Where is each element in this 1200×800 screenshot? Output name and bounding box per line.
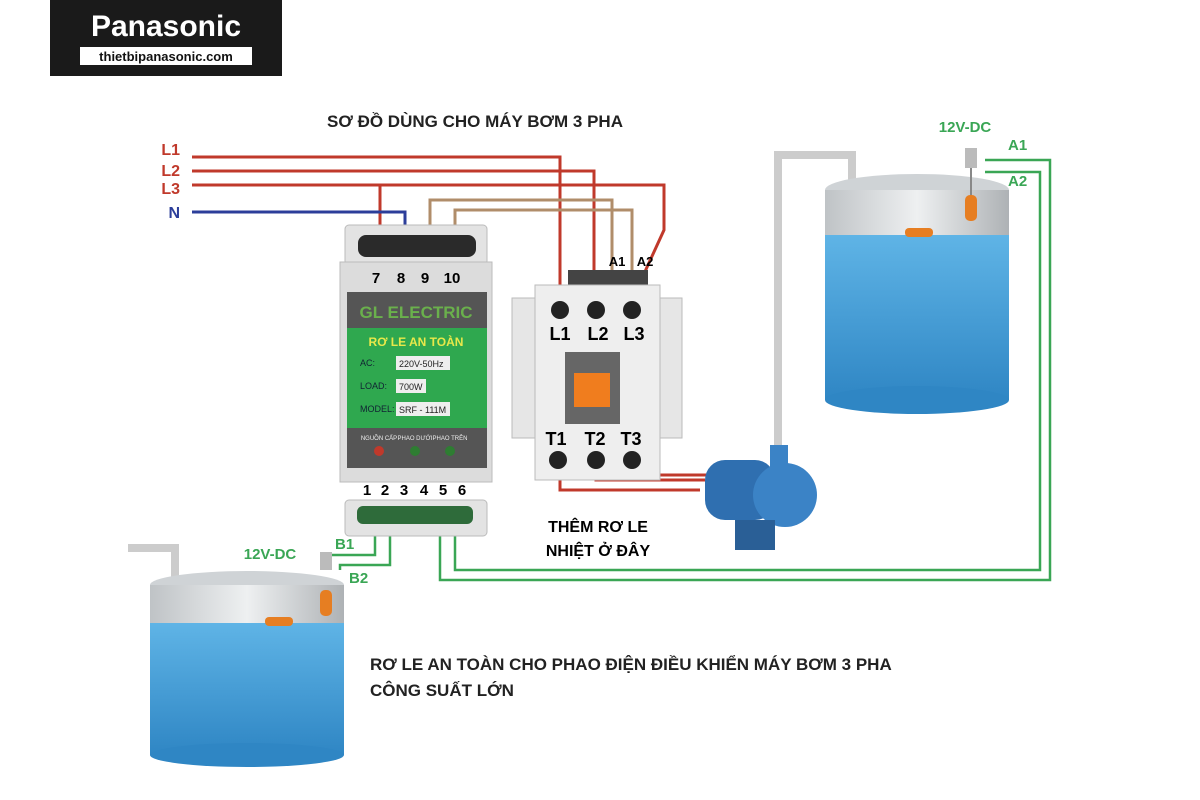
upper-float-led — [445, 446, 455, 456]
relay-leds-0-text: NGUỒN CẤP — [361, 435, 397, 442]
test-button — [574, 373, 610, 407]
relay-leds-2-text: PHAO TRÊN — [433, 434, 468, 442]
contactor-outputs-2-text: T3 — [620, 429, 641, 449]
relay-top_terminals-2-text: 9 — [421, 270, 429, 287]
relay-ac_label-text: AC: — [360, 358, 375, 368]
power-led — [374, 446, 384, 456]
logo-site-text: thietbipanasonic.com — [99, 49, 233, 64]
relay-top_terminals-1-text: 8 — [397, 270, 405, 287]
relay-bottom_terminals-1-text: 2 — [381, 482, 389, 499]
line-l1-label: L1 — [161, 142, 180, 159]
b2-label: B2 — [349, 570, 368, 587]
contactor-outputs-0-text: T1 — [545, 429, 566, 449]
panasonic-logo: Panasonic thietbipanasonic.com — [50, 0, 282, 76]
caption-line-1: RƠ LE AN TOÀN CHO PHAO ĐIỆN ĐIỀU KHIỂN M… — [370, 655, 892, 674]
note-line-2: NHIỆT Ở ĐÂY — [546, 541, 651, 560]
contactor-coil-1-text: A2 — [637, 254, 654, 269]
relay-load_label-text: LOAD: — [360, 381, 387, 391]
lower-voltage-label: 12V-DC — [244, 546, 297, 563]
relay-name: RƠ LE AN TOÀN — [369, 334, 464, 349]
relay-model_label-text: MODEL: — [360, 404, 395, 414]
contactor-inputs-1-text: L2 — [587, 324, 608, 344]
relay-bottom_terminals-3-text: 4 — [420, 482, 429, 499]
line-l2-label: L2 — [161, 163, 180, 180]
relay-top_terminals-0-text: 7 — [372, 270, 380, 287]
line-l3-label: L3 — [161, 181, 180, 198]
contactor: L1 L2 L3 A1 A2 T1 T2 T3 — [511, 254, 683, 481]
contactor-inputs-2-text: L3 — [623, 324, 644, 344]
relay-bottom_terminals-0-text: 1 — [363, 482, 371, 499]
logo-brand-text: Panasonic — [91, 10, 241, 43]
upper-tank — [825, 148, 1009, 414]
relay-bottom_terminals-5-text: 6 — [458, 482, 466, 499]
relay-brand: GL ELECTRIC — [359, 303, 472, 322]
relay-model_value-text: SRF - 111M — [399, 405, 446, 415]
contactor-inputs-0-text: L1 — [549, 324, 570, 344]
b1-label: B1 — [335, 536, 354, 553]
contactor-outputs-1-text: T2 — [584, 429, 605, 449]
line-n-label: N — [168, 205, 180, 222]
note-line-1: THÊM RƠ LE — [548, 517, 648, 536]
relay-bottom_terminals-2-text: 3 — [400, 482, 408, 499]
diagram-title: SƠ ĐỒ DÙNG CHO MÁY BƠM 3 PHA — [327, 112, 623, 131]
relay-leds-1-text: PHAO DƯỚI — [398, 435, 433, 442]
safety-relay: 7 8 9 10 GL ELECTRIC RƠ LE AN TOÀN AC: 2… — [339, 224, 493, 537]
lower-float-led — [410, 446, 420, 456]
lower-tank — [128, 544, 344, 767]
relay-ac_value-text: 220V-50Hz — [399, 359, 444, 369]
a2-label: A2 — [1008, 173, 1027, 190]
contactor-coil-0-text: A1 — [609, 254, 626, 269]
relay-top_terminals-3-text: 10 — [444, 270, 461, 287]
a1-label: A1 — [1008, 137, 1027, 154]
upper-voltage-label: 12V-DC — [939, 119, 992, 136]
relay-load_value-text: 700W — [399, 382, 423, 392]
caption-line-2: CÔNG SUẤT LỚN — [370, 681, 514, 700]
relay-bottom_terminals-4-text: 5 — [439, 482, 447, 499]
